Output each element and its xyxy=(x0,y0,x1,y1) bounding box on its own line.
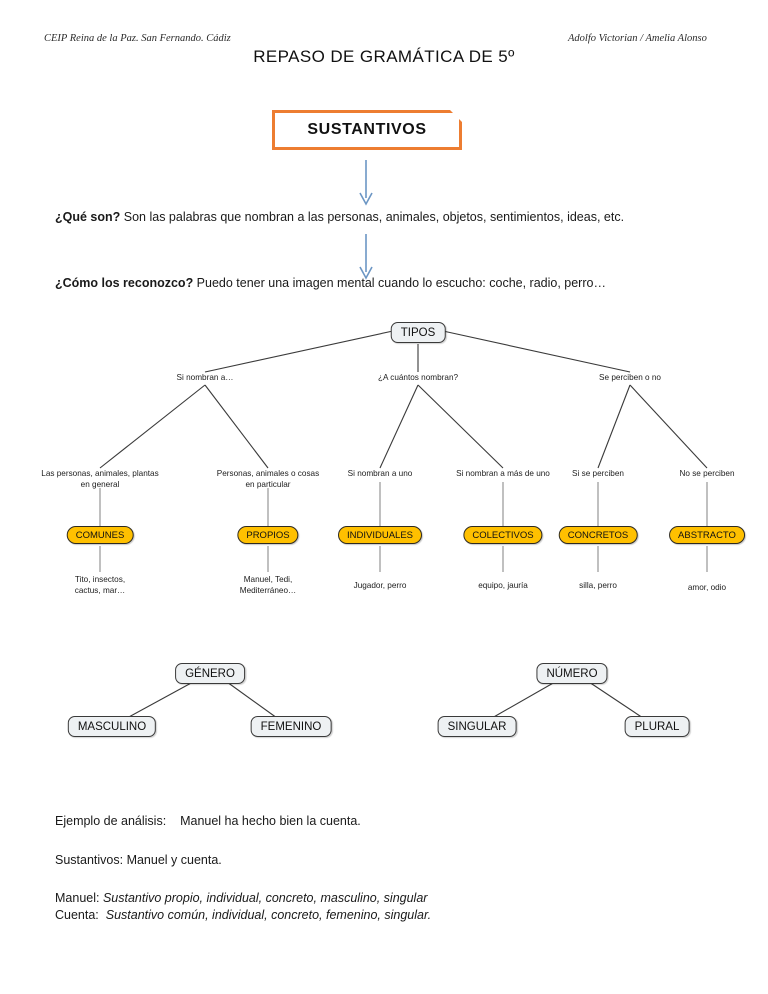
criterion-label-2: ¿A cuántos nombran? xyxy=(377,373,459,382)
node-comunes-label: COMUNES xyxy=(75,529,125,541)
node-colectivos: COLECTIVOS xyxy=(463,526,543,544)
node-concretos-label: CONCRETOS xyxy=(567,529,629,541)
node-propios-label: PROPIOS xyxy=(246,529,290,541)
node-comunes: COMUNES xyxy=(66,526,134,544)
example-cuenta-line: Cuenta: Sustantivo común, individual, co… xyxy=(55,906,431,925)
authors-name: Adolfo Victorian / Amelia Alonso xyxy=(568,33,707,44)
node-femenino-label: FEMENINO xyxy=(260,720,322,733)
node-genero: GÉNERO xyxy=(175,663,245,684)
examples-comunes: Tito, insectos, cactus, mar… xyxy=(74,575,126,595)
node-individuales-label: INDIVIDUALES xyxy=(347,529,413,541)
examples-colectivos: equipo, jauría xyxy=(478,581,528,590)
definition-recognize-answer: Puedo tener una imagen mental cuando lo … xyxy=(193,276,606,290)
criterion-label-3: Se perciben o no xyxy=(599,373,661,382)
example-manuel-value: Sustantivo propio, individual, concreto,… xyxy=(102,891,428,905)
node-plural: PLURAL xyxy=(624,716,690,737)
node-singular: SINGULAR xyxy=(437,716,517,737)
condition-label-individuales: Si nombran a uno xyxy=(347,469,413,478)
arrow-down-icon-1 xyxy=(355,160,377,208)
sustantivos-banner: SUSTANTIVOS xyxy=(272,110,462,150)
arrow-down-icon-2 xyxy=(355,234,377,282)
school-name: CEIP Reina de la Paz. San Fernando. Cádi… xyxy=(44,33,231,44)
condition-label-comunes: Las personas, animales, plantas en gener… xyxy=(41,469,159,489)
node-tipos: TIPOS xyxy=(390,322,446,343)
node-propios: PROPIOS xyxy=(237,526,299,544)
page-title: REPASO DE GRAMÁTICA DE 5º xyxy=(253,47,515,66)
example-analysis-sentence: Manuel ha hecho bien la cuenta. xyxy=(180,814,361,828)
node-concretos: CONCRETOS xyxy=(558,526,638,544)
definition-what: ¿Qué son? Son las palabras que nombran a… xyxy=(55,210,624,224)
condition-label-concretos: Si se perciben xyxy=(572,469,624,478)
examples-abstracto: amor, odio xyxy=(687,583,727,592)
node-tipos-label: TIPOS xyxy=(400,326,436,339)
definition-what-question: ¿Qué son? xyxy=(55,210,121,224)
definition-what-answer: Son las palabras que nombran a las perso… xyxy=(120,210,625,224)
node-singular-label: SINGULAR xyxy=(447,720,507,733)
definition-recognize-question: ¿Cómo los reconozco? xyxy=(55,276,194,290)
node-individuales: INDIVIDUALES xyxy=(338,526,422,544)
node-genero-label: GÉNERO xyxy=(185,667,235,680)
examples-propios: Manuel, Tedi, Mediterráneo… xyxy=(239,575,297,595)
condition-label-abstracto: No se perciben xyxy=(679,469,735,478)
condition-label-propios: Personas, animales o cosas en particular xyxy=(216,469,320,489)
example-analysis-line: Ejemplo de análisis: Manuel ha hecho bie… xyxy=(55,812,361,831)
node-abstracto-label: ABSTRACTO xyxy=(678,529,736,541)
example-manuel-label: Manuel: xyxy=(55,891,100,905)
example-manuel-line: Manuel: Sustantivo propio, individual, c… xyxy=(55,889,427,908)
example-cuenta-value: Sustantivo común, individual, concreto, … xyxy=(105,908,432,922)
example-nouns-line: Sustantivos: Manuel y cuenta. xyxy=(55,853,222,867)
banner-label: SUSTANTIVOS xyxy=(307,121,427,138)
examples-individuales: Jugador, perro xyxy=(353,581,407,590)
node-masculino-label: MASCULINO xyxy=(77,720,147,733)
node-numero-label: NÚMERO xyxy=(546,667,598,680)
example-cuenta-label: Cuenta: xyxy=(55,908,99,922)
node-abstracto: ABSTRACTO xyxy=(669,526,745,544)
example-analysis-label: Ejemplo de análisis: xyxy=(55,814,167,828)
node-plural-label: PLURAL xyxy=(634,720,680,733)
node-numero: NÚMERO xyxy=(536,663,608,684)
examples-concretos: silla, perro xyxy=(579,581,617,590)
definition-recognize: ¿Cómo los reconozco? Puedo tener una ima… xyxy=(55,276,606,290)
node-colectivos-label: COLECTIVOS xyxy=(472,529,534,541)
node-masculino: MASCULINO xyxy=(67,716,157,737)
criterion-label-1: Si nombran a… xyxy=(176,373,234,382)
condition-label-colectivos: Si nombran a más de uno xyxy=(456,469,550,478)
node-femenino: FEMENINO xyxy=(250,716,332,737)
